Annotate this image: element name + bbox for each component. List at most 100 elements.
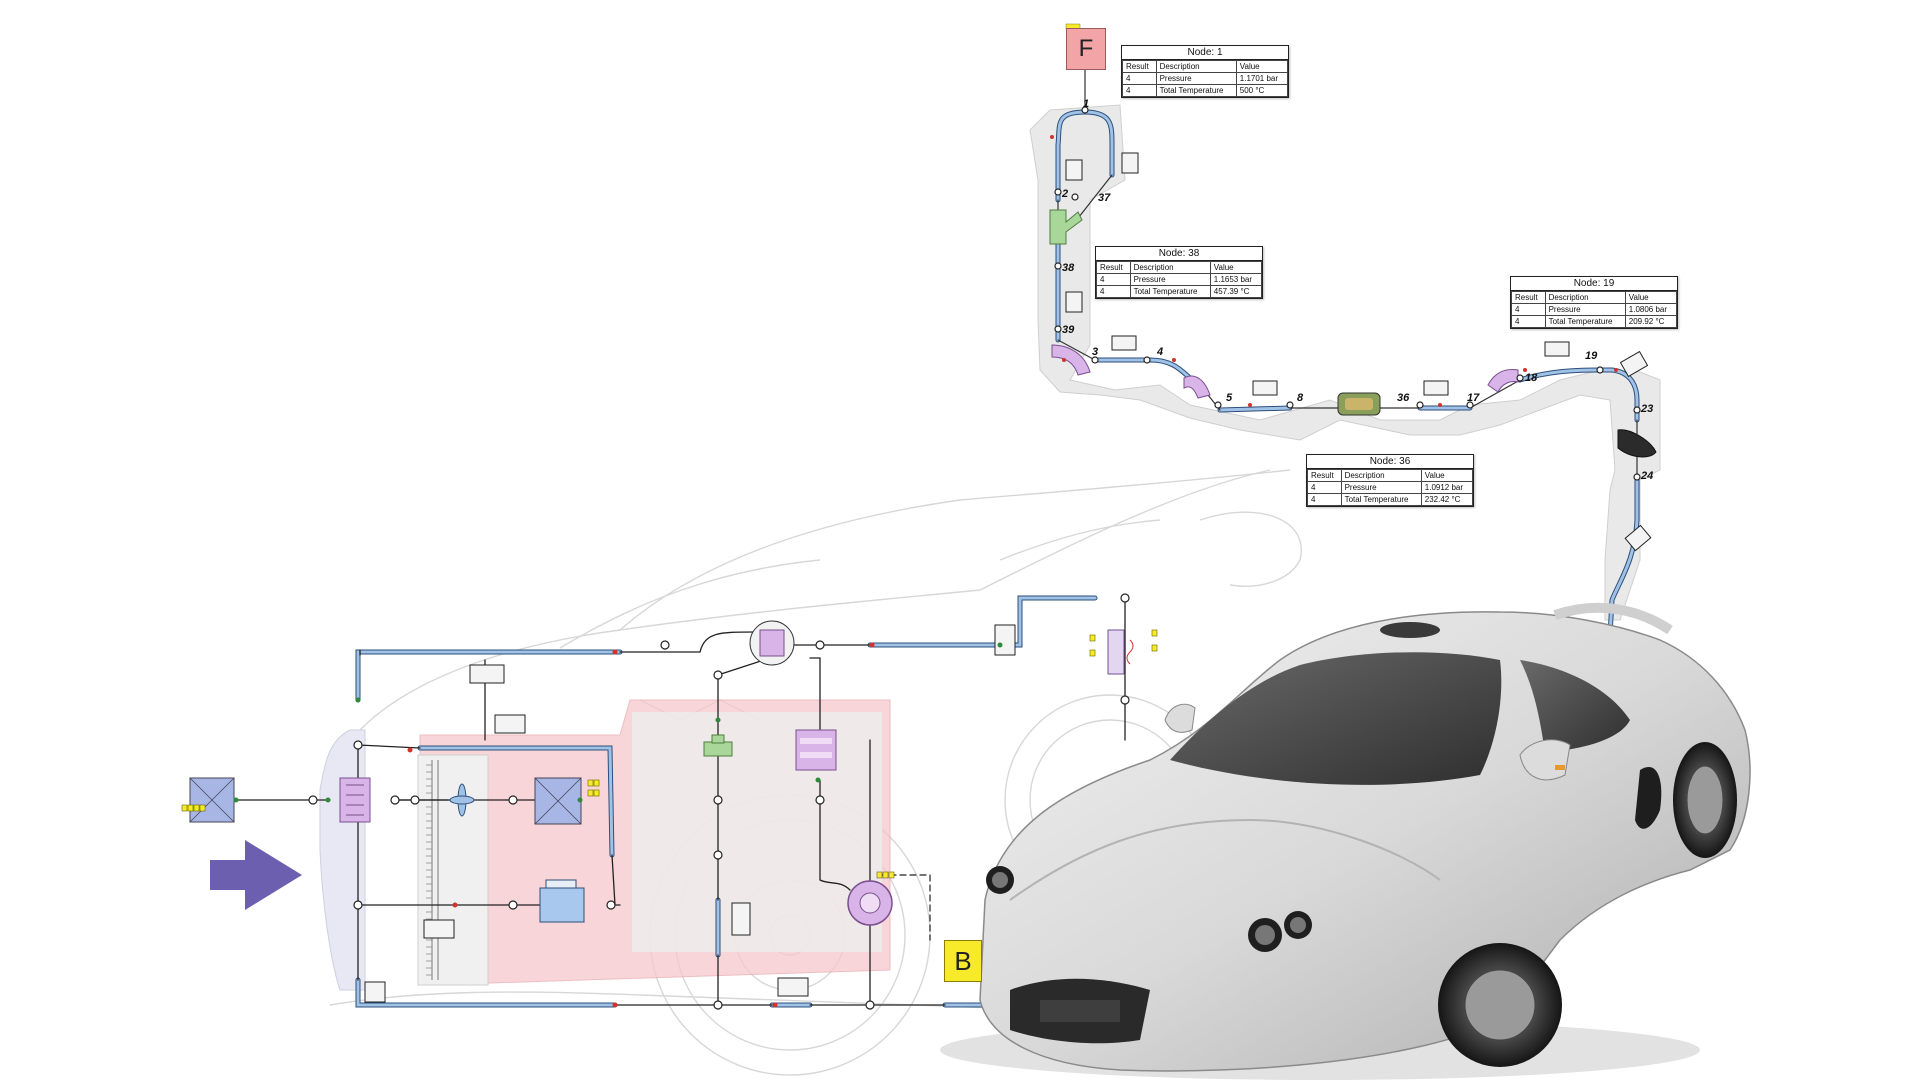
- monitor-icon: [1121, 152, 1139, 174]
- monitor-icon: [1252, 380, 1278, 396]
- table-cell: Total Temperature: [1155, 84, 1237, 97]
- exhaust-components: [1049, 23, 1657, 552]
- table-cell: Total Temperature: [1544, 315, 1626, 328]
- col-value-header: Value: [1209, 261, 1263, 274]
- node-label: 4: [1157, 346, 1164, 358]
- boundary-block-b[interactable]: B: [944, 940, 982, 982]
- col-result-header: Result: [1096, 261, 1131, 274]
- table-cell: Total Temperature: [1340, 493, 1422, 506]
- monitor-icon: [1065, 159, 1083, 181]
- fan-icon: [449, 783, 475, 817]
- node-label: 5: [1226, 392, 1233, 404]
- cooling-components: [181, 593, 1158, 1010]
- node-label: 23: [1641, 403, 1654, 415]
- table-cell: 1.1653 bar: [1209, 273, 1263, 286]
- table-cell: 4: [1096, 285, 1131, 298]
- bend-icon: [1051, 344, 1091, 376]
- monitor-icon: [1111, 335, 1137, 351]
- pump-icon: [847, 880, 893, 926]
- col-value-header: Value: [1420, 469, 1474, 482]
- exhaust-shroud: [1029, 104, 1661, 621]
- monitor-icon: [1544, 341, 1570, 357]
- col-description-header: Description: [1155, 60, 1237, 73]
- tank-icon: [539, 879, 585, 923]
- node-label: 1: [1083, 98, 1090, 110]
- table-cell: 1.0806 bar: [1624, 303, 1678, 316]
- car-side-mirror: [1164, 703, 1196, 733]
- col-description-header: Description: [1544, 291, 1626, 304]
- engine-block-icon: [795, 729, 837, 771]
- table-cell: 232.42 °C: [1420, 493, 1474, 506]
- table-title: Node: 38: [1096, 247, 1262, 261]
- inflow-arrow-icon: [210, 840, 302, 910]
- car-headlight-left: [986, 866, 1014, 894]
- col-value-header: Value: [1235, 60, 1289, 73]
- monitor-icon: [1423, 380, 1449, 396]
- monitor-icon: [1624, 524, 1652, 552]
- node-label: 18: [1525, 372, 1538, 384]
- table-cell: Pressure: [1155, 72, 1237, 85]
- car-side-window: [1520, 660, 1630, 752]
- node-label: 17: [1467, 392, 1480, 404]
- table-title: Node: 1: [1122, 46, 1288, 60]
- col-value-header: Value: [1624, 291, 1678, 304]
- car-roof-scoop: [1380, 622, 1440, 638]
- table-cell: 4: [1122, 72, 1157, 85]
- car-side-vent: [1635, 766, 1662, 829]
- node-label: 2: [1062, 188, 1069, 200]
- table-cell: 4: [1307, 493, 1342, 506]
- car-indicator: [1555, 765, 1565, 770]
- cabin-heater-icon: [1107, 629, 1134, 675]
- monitor-icon: [1619, 350, 1649, 378]
- cooling-pipes: [189, 595, 1126, 1008]
- monitor-icon: [1065, 291, 1083, 313]
- node-label: 39: [1062, 324, 1075, 336]
- table-cell: 4: [1511, 315, 1546, 328]
- pump-map-icon: [364, 981, 386, 1003]
- car-front-wheel: [1438, 943, 1562, 1067]
- table-cell: Pressure: [1544, 303, 1626, 316]
- node-label: 19: [1585, 350, 1598, 362]
- heat-exchanger-icon: [339, 777, 371, 823]
- pump-map-icon: [994, 624, 1016, 656]
- table-cell: 4: [1096, 273, 1131, 286]
- car-headlight-right: [1248, 911, 1312, 952]
- valve-icon: [703, 734, 733, 757]
- car-license-plate: [1040, 1000, 1120, 1022]
- table-cell: 4: [1122, 84, 1157, 97]
- muffler-icon: [1617, 429, 1657, 458]
- bend-icon: [1183, 375, 1211, 399]
- col-result-header: Result: [1122, 60, 1157, 73]
- car-windshield: [1170, 652, 1502, 785]
- monitor-icon: [423, 919, 455, 939]
- col-description-header: Description: [1340, 469, 1422, 482]
- monitor-icon: [777, 977, 809, 997]
- table-title: Node: 36: [1307, 455, 1473, 469]
- source-block-f[interactable]: F: [1066, 28, 1106, 70]
- table-cell: Pressure: [1340, 481, 1422, 494]
- node-label: 24: [1641, 470, 1654, 482]
- table-cell: 4: [1307, 481, 1342, 494]
- col-result-header: Result: [1511, 291, 1546, 304]
- pump-map-icon: [469, 664, 505, 684]
- car-render-image: [940, 602, 1751, 1080]
- y-junction-icon: [1049, 209, 1083, 245]
- pump-map-icon: [731, 902, 751, 936]
- bend-icon: [1487, 369, 1519, 393]
- col-result-header: Result: [1307, 469, 1342, 482]
- catalyst-icon: [1337, 392, 1381, 416]
- table-cell: 1.1701 bar: [1235, 72, 1289, 85]
- monitor-icon: [494, 714, 526, 734]
- table-cell: 1.0912 bar: [1420, 481, 1474, 494]
- engine-bay-zone: [632, 712, 882, 952]
- col-description-header: Description: [1129, 261, 1211, 274]
- table-cell: 209.92 °C: [1624, 315, 1678, 328]
- node-label: 8: [1297, 392, 1304, 404]
- car-spoiler: [1553, 602, 1673, 635]
- table-cell: Pressure: [1129, 273, 1211, 286]
